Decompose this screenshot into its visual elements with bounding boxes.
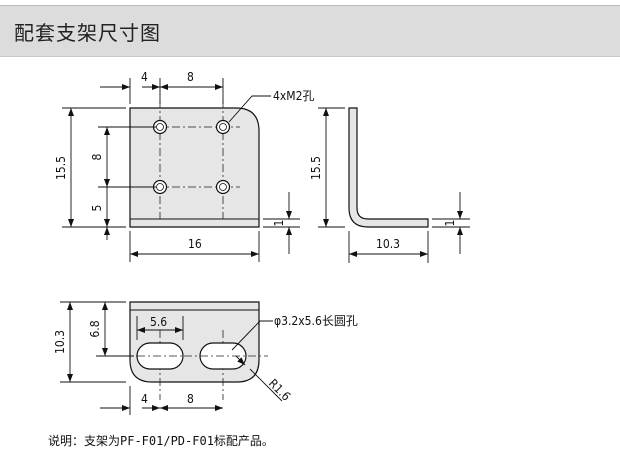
front-hole-1-inner <box>156 123 164 131</box>
bottom-radius-leader <box>249 368 283 402</box>
front-dim-bottom-offset: 5 <box>90 205 104 212</box>
front-hole-leader <box>228 95 271 123</box>
front-hole-4-inner <box>219 183 227 191</box>
bottom-slot-callout: φ3.2x5.6长圆孔 <box>274 314 358 328</box>
front-dim-hole-pitch-y: 8 <box>90 153 104 160</box>
header-bar: 配套支架尺寸图 <box>0 5 620 57</box>
front-hole-4 <box>215 179 231 195</box>
side-view: 15.5 10.3 1 <box>309 107 470 263</box>
bottom-dim-left-offset: 4 <box>141 392 148 406</box>
page-title: 配套支架尺寸图 <box>14 21 161 45</box>
front-view: 4 8 4xM2孔 15.5 8 5 16 <box>54 70 314 262</box>
bottom-dim-depth: 10.3 <box>53 330 67 354</box>
bottom-slot-leader <box>231 320 273 351</box>
bottom-radius-arrow <box>235 355 246 366</box>
front-hole-callout: 4xM2孔 <box>273 89 314 103</box>
front-dim-left-offset: 4 <box>141 70 148 84</box>
footnote: 说明：支架为PF-F01/PD-F01标配产品。 <box>48 434 274 448</box>
front-hole-2-inner <box>219 123 227 131</box>
bottom-dim-slot-length: 5.6 <box>150 315 167 329</box>
front-dim-height: 15.5 <box>54 156 68 180</box>
front-dim-hole-pitch-x: 8 <box>187 70 194 84</box>
side-dim-height: 15.5 <box>309 156 323 180</box>
front-dim-thickness: 1 <box>272 220 286 227</box>
bottom-radius-callout: R1.6 <box>266 376 293 403</box>
front-dim-width: 16 <box>188 237 202 251</box>
side-profile <box>348 107 429 228</box>
bottom-view: φ3.2x5.6长圆孔 10.3 6.8 5.6 4 8 <box>53 301 358 415</box>
side-dim-thickness: 1 <box>443 220 457 227</box>
front-hole-2 <box>215 119 231 135</box>
side-dim-length: 10.3 <box>376 237 400 251</box>
front-hole-3-inner <box>156 183 164 191</box>
bottom-dim-hole-pitch-x: 8 <box>187 392 194 406</box>
bottom-dim-slot-center: 6.8 <box>88 320 102 337</box>
front-plate <box>129 107 260 228</box>
